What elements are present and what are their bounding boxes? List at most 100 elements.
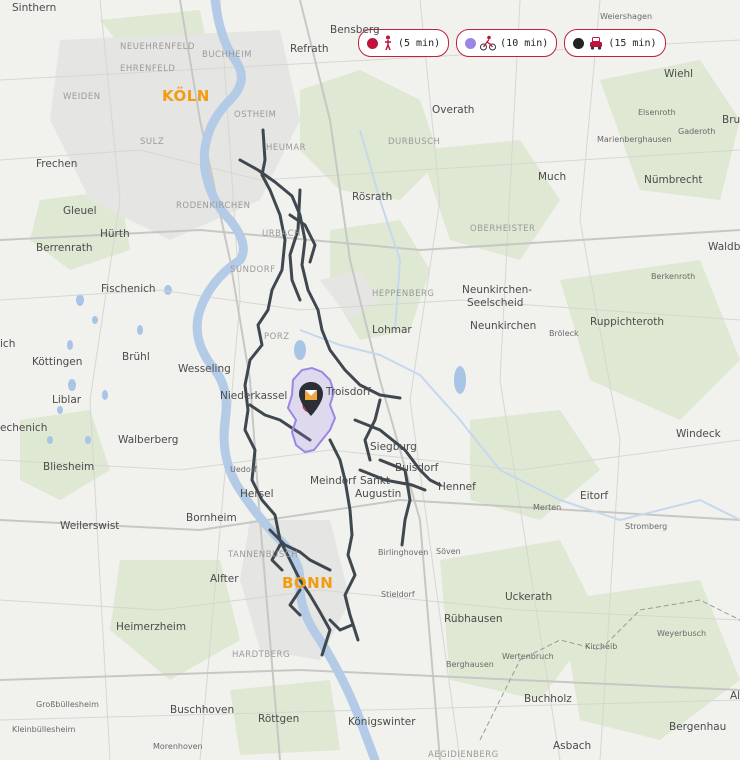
isochrone-legend: (5 min) (10 min) (15 min) [358,29,666,57]
place-label: Rösrath [352,191,393,203]
place-label: Rübhausen [444,613,503,625]
place-label: Sankt [360,475,390,487]
place-label: Hersel [240,488,274,500]
place-label: Alt [730,690,740,702]
place-label: Buschhoven [170,704,235,716]
district-label: DURBUSCH [388,137,441,147]
forest-areas [20,10,740,755]
place-label: Weiershagen [600,12,653,21]
place-label: Merten [533,503,562,512]
color-dot [573,37,585,49]
isochrone-15min [238,128,442,657]
place-label: Berrenrath [36,242,93,254]
district-label: NEUEHRENFELD [120,42,195,52]
place-label: Lohmar [372,324,412,336]
district-label: PORZ [264,332,290,342]
place-label: Seelscheid [467,297,524,309]
place-label: Wesseling [178,363,231,375]
place-label: Fischenich [101,283,156,295]
district-label: OSTHEIM [234,110,277,120]
car-icon [590,37,603,50]
place-label: Kircheib [585,642,618,651]
place-label: Liblar [52,394,82,406]
place-label: Overath [432,104,475,116]
place-label: Weilerswist [60,520,120,532]
place-label: Berkenroth [651,272,696,281]
lakes [47,285,466,444]
district-label: BUCHHEIM [202,50,252,60]
place-label: Windeck [676,428,721,440]
place-label: ich [0,338,16,350]
place-label: Hennef [438,481,476,493]
place-label: Birlinghoven [378,548,429,557]
district-label: SUNDORF [230,265,276,275]
place-label: Söven [436,547,461,556]
place-label: Sinthern [12,2,57,14]
color-dot [465,37,477,49]
color-dot [367,37,378,49]
district-label: HARDTBERG [232,650,291,660]
place-label: Großbüllesheim [36,700,99,709]
district-label: OBERHEISTER [470,224,536,234]
place-label: Berghausen [446,660,494,669]
place-label: Stromberg [625,522,668,531]
place-label: Uckerath [505,591,553,603]
place-label: Bornheim [186,512,237,524]
place-label: Heimerzheim [116,621,187,633]
place-label: Brühl [122,351,150,363]
place-label: Kleinbüllesheim [12,725,76,734]
district-label: TANNENBUSCH [228,550,299,560]
walking-person-icon [385,35,391,51]
place-label: Köttingen [32,356,83,368]
sieg-river [299,329,740,522]
place-label: Uedorf [230,465,257,474]
state-border [479,599,740,741]
place-label: Bru [722,114,740,126]
location-pin-icon[interactable] [298,381,324,417]
city-label-koeln: KÖLN [162,87,210,105]
legend-chip-walking[interactable]: (5 min) [358,29,450,57]
place-label: Buchholz [524,693,572,705]
place-label: Bröleck [549,329,579,338]
place-label: Morenhoven [153,742,203,751]
place-label: Elsenroth [638,108,676,117]
district-label: SULZ [140,137,165,147]
agger-river [359,129,402,331]
place-label: Troisdorf [326,386,371,398]
district-label: HEUMAR [266,143,307,153]
place-label: Neunkirchen- [462,284,533,296]
place-label: Siegburg [370,441,417,453]
place-label: Frechen [36,158,78,170]
place-label: Neunkirchen [470,320,537,332]
place-label: Alfter [210,573,239,585]
legend-time-label: (10 min) [500,37,549,49]
place-label: Asbach [553,740,592,752]
place-label: Buisdorf [395,462,439,474]
district-label: URBACH [262,229,301,239]
place-label: Königswinter [348,716,416,728]
place-label: Waldbr [708,241,740,253]
place-label: Bensberg [330,24,380,36]
legend-time-label: (5 min) [398,37,441,49]
cyclist-icon [480,35,497,51]
place-label: Ruppichteroth [590,316,665,328]
place-label: Gleuel [63,205,97,217]
legend-time-label: (15 min) [608,37,657,49]
district-label: WEIDEN [63,92,101,102]
place-label: Eitorf [580,490,609,502]
legend-chip-cycling[interactable]: (10 min) [456,29,558,57]
place-label: Refrath [290,43,329,55]
place-label: Nümbrecht [644,174,703,186]
place-label: Gaderoth [678,127,716,136]
legend-chip-driving[interactable]: (15 min) [564,29,666,57]
place-label: Marienberghausen [597,135,672,144]
district-label: HEPPENBERG [372,289,435,299]
city-label-bonn: BONN [282,574,334,592]
place-label: Stieldorf [381,590,415,599]
place-label: Weyerbusch [657,629,707,638]
place-label: Much [538,171,567,183]
place-label: Niederkassel [220,390,288,402]
